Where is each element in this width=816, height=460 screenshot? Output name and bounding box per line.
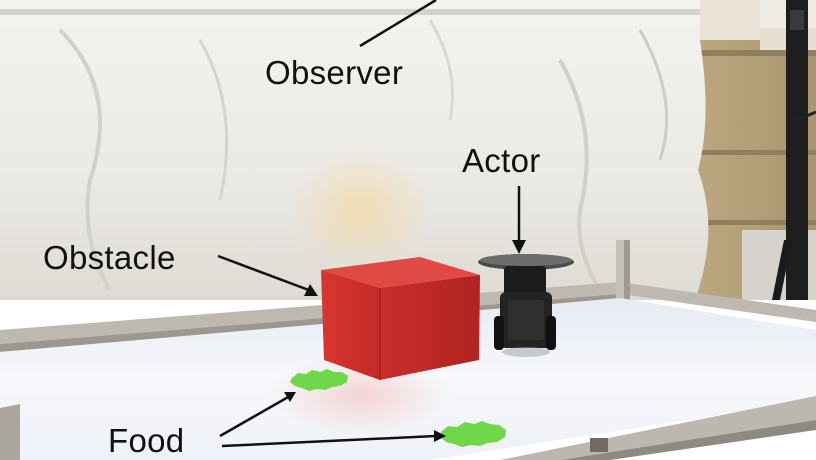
observer-pointer-line: [359, 0, 437, 48]
white-sheet-backdrop: [0, 0, 709, 300]
obstacle-pointer-arrowhead: [304, 284, 318, 296]
observer-label: Observer: [265, 54, 404, 91]
table-front-rails: [0, 396, 816, 460]
food-pointer-arrowhead-right: [434, 430, 446, 442]
food-label: Food: [108, 422, 185, 459]
tripod-pole: [772, 0, 816, 300]
food-pointer-line-right: [221, 434, 437, 448]
food-marker-right: [440, 421, 506, 447]
obstacle-label: Obstacle: [43, 239, 176, 276]
actor-label: Actor: [462, 142, 541, 179]
actor-robot: [478, 254, 574, 357]
obstacle-pointer-line: [217, 254, 315, 294]
food-pointer-line-left: [219, 394, 291, 438]
food-marker-left: [290, 369, 348, 391]
actor-pointer-arrowhead: [512, 240, 526, 254]
food-pointer-arrowhead-left: [284, 392, 296, 402]
red-obstacle-box: [321, 257, 480, 380]
